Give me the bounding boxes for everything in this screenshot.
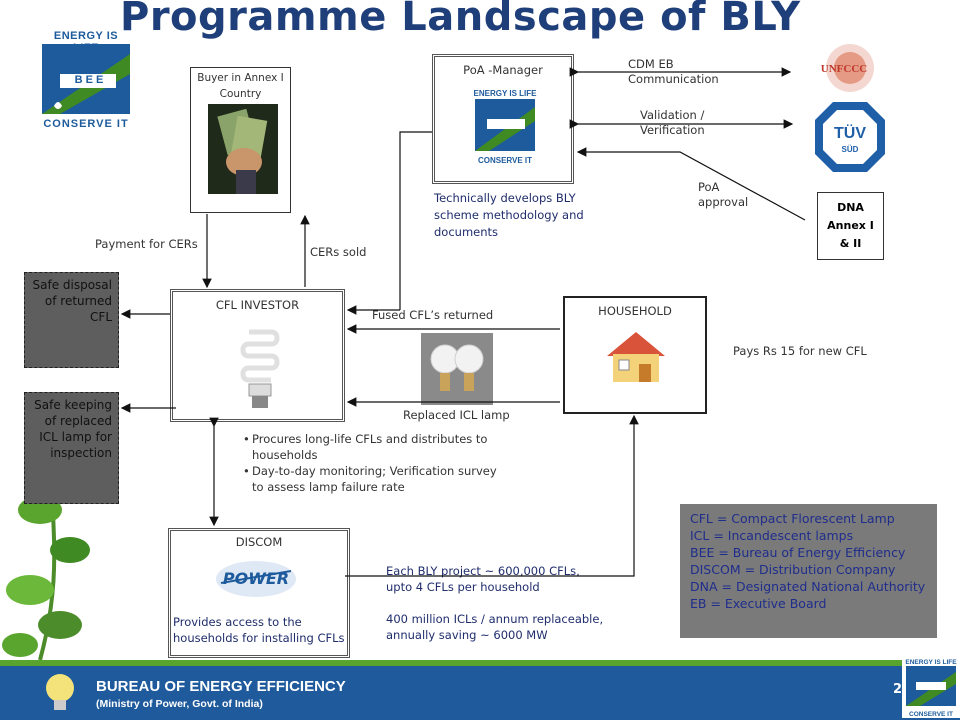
buyer-label: Buyer in Annex I Country xyxy=(197,72,284,100)
page-number: 2 xyxy=(893,682,903,697)
arrow-investor-to-poa xyxy=(399,131,432,310)
footer-title: BUREAU OF ENERGY EFFICIENCY xyxy=(96,678,346,695)
house-icon xyxy=(607,332,665,382)
svg-text:ENERGY IS LIFE: ENERGY IS LIFE xyxy=(474,89,538,98)
legend-item: BEE = Bureau of Energy Efficiency xyxy=(690,545,906,560)
money-hand-image xyxy=(208,104,278,194)
svg-text:CONSERVE IT: CONSERVE IT xyxy=(478,156,532,165)
safe-disposal-box: Safe disposal of returned CFL xyxy=(24,272,119,368)
page-title: Programme Landscape of BLY xyxy=(120,0,801,40)
bee-emblem-icon: ENERGY IS LIFE CONSERVE IT xyxy=(469,87,541,165)
pays-label: Pays Rs 15 for new CFL xyxy=(733,344,867,358)
payment-label: Payment for CERs xyxy=(95,237,198,251)
footer-subtitle: (Ministry of Power, Govt. of India) xyxy=(96,698,263,710)
cers-sold-label: CERs sold xyxy=(310,245,367,259)
power-text: POWER xyxy=(223,569,289,588)
legend-item: EB = Executive Board xyxy=(690,596,827,611)
logo-conserve-it: CONSERVE IT xyxy=(43,118,129,130)
validation-label: Validation / Verification xyxy=(640,108,705,137)
poa-description: Technically develops BLY scheme methodol… xyxy=(434,191,584,239)
fused-label: Fused CFL’s returned xyxy=(372,308,494,322)
cfl-investor-label: CFL INVESTOR xyxy=(215,298,300,312)
bullet-item: Day-to-day monitoring; Verification surv… xyxy=(243,463,502,495)
dna-box: DNA Annex I & II xyxy=(817,192,884,260)
investor-bullets: Procures long-life CFLs and distributes … xyxy=(242,431,502,495)
abbreviation-legend: CFL = Compact Florescent Lamp ICL = Inca… xyxy=(680,504,937,638)
legend-item: ICL = Incandescent lamps xyxy=(690,528,854,543)
tuv-text: TÜV xyxy=(834,123,866,142)
project-line-2: upto 4 CFLs per household xyxy=(386,580,540,594)
legend-item: DNA = Designated National Authority xyxy=(690,579,926,594)
tuv-sub-text: SÜD xyxy=(842,145,859,154)
footer-bar xyxy=(0,660,960,720)
project-line-3: 400 million ICLs / annum replaceable, xyxy=(386,612,604,626)
bee-emblem-icon: ENERGY IS LIFE CONSERVE IT xyxy=(902,656,960,718)
poa-approval-label: PoA approval xyxy=(698,180,749,209)
discom-description: Provides access to the households for in… xyxy=(173,615,345,645)
poa-manager-box: PoA -Manager ENERGY IS LIFE CONSERVE IT xyxy=(432,54,574,184)
legend-item: DISCOM = Distribution Company xyxy=(690,562,896,577)
poa-manager-label: PoA -Manager xyxy=(463,63,543,77)
discom-box: DISCOM POWER Provides access to the hous… xyxy=(168,528,350,658)
bee-logo: ENERGY IS LIFE B E E CONSERVE IT xyxy=(40,30,132,134)
unfccc-logo-icon: UNFCCC xyxy=(821,44,874,92)
tuv-logo-icon: TÜV SÜD xyxy=(815,102,885,172)
arrow-poa-approval xyxy=(576,147,806,221)
household-label: HOUSEHOLD xyxy=(598,304,672,318)
cdm-label: CDM EB Communication xyxy=(628,57,719,86)
logo-bee-letters: B E E xyxy=(74,74,104,86)
legend-item: CFL = Compact Florescent Lamp xyxy=(690,511,895,526)
footer-bulb-icon xyxy=(46,674,74,710)
svg-text:CONSERVE IT: CONSERVE IT xyxy=(909,711,953,718)
project-line-1: Each BLY project ~ 600,000 CFLs, xyxy=(386,564,580,578)
bee-emblem-icon xyxy=(42,44,130,114)
bullet-item: Procures long-life CFLs and distributes … xyxy=(243,431,502,463)
cfl-bulb-icon xyxy=(240,329,280,408)
safe-keeping-box: Safe keeping of replaced ICL lamp for in… xyxy=(24,392,119,504)
dna-label: DNA Annex I & II xyxy=(827,201,874,250)
buyer-box: Buyer in Annex I Country xyxy=(190,67,291,213)
household-box: HOUSEHOLD xyxy=(563,296,707,414)
power-logo-icon: POWER xyxy=(216,561,296,597)
icl-bulbs-image xyxy=(421,333,493,405)
project-line-4: annually saving ~ 6000 MW xyxy=(386,628,548,642)
replaced-icl-label: Replaced ICL lamp xyxy=(403,408,510,422)
project-text: Each BLY project ~ 600,000 CFLs, upto 4 … xyxy=(386,563,636,643)
svg-text:ENERGY IS LIFE: ENERGY IS LIFE xyxy=(905,659,957,666)
svg-text:UNFCCC: UNFCCC xyxy=(821,63,867,75)
cfl-investor-box: CFL INVESTOR xyxy=(170,289,345,422)
discom-label: DISCOM xyxy=(235,535,283,549)
